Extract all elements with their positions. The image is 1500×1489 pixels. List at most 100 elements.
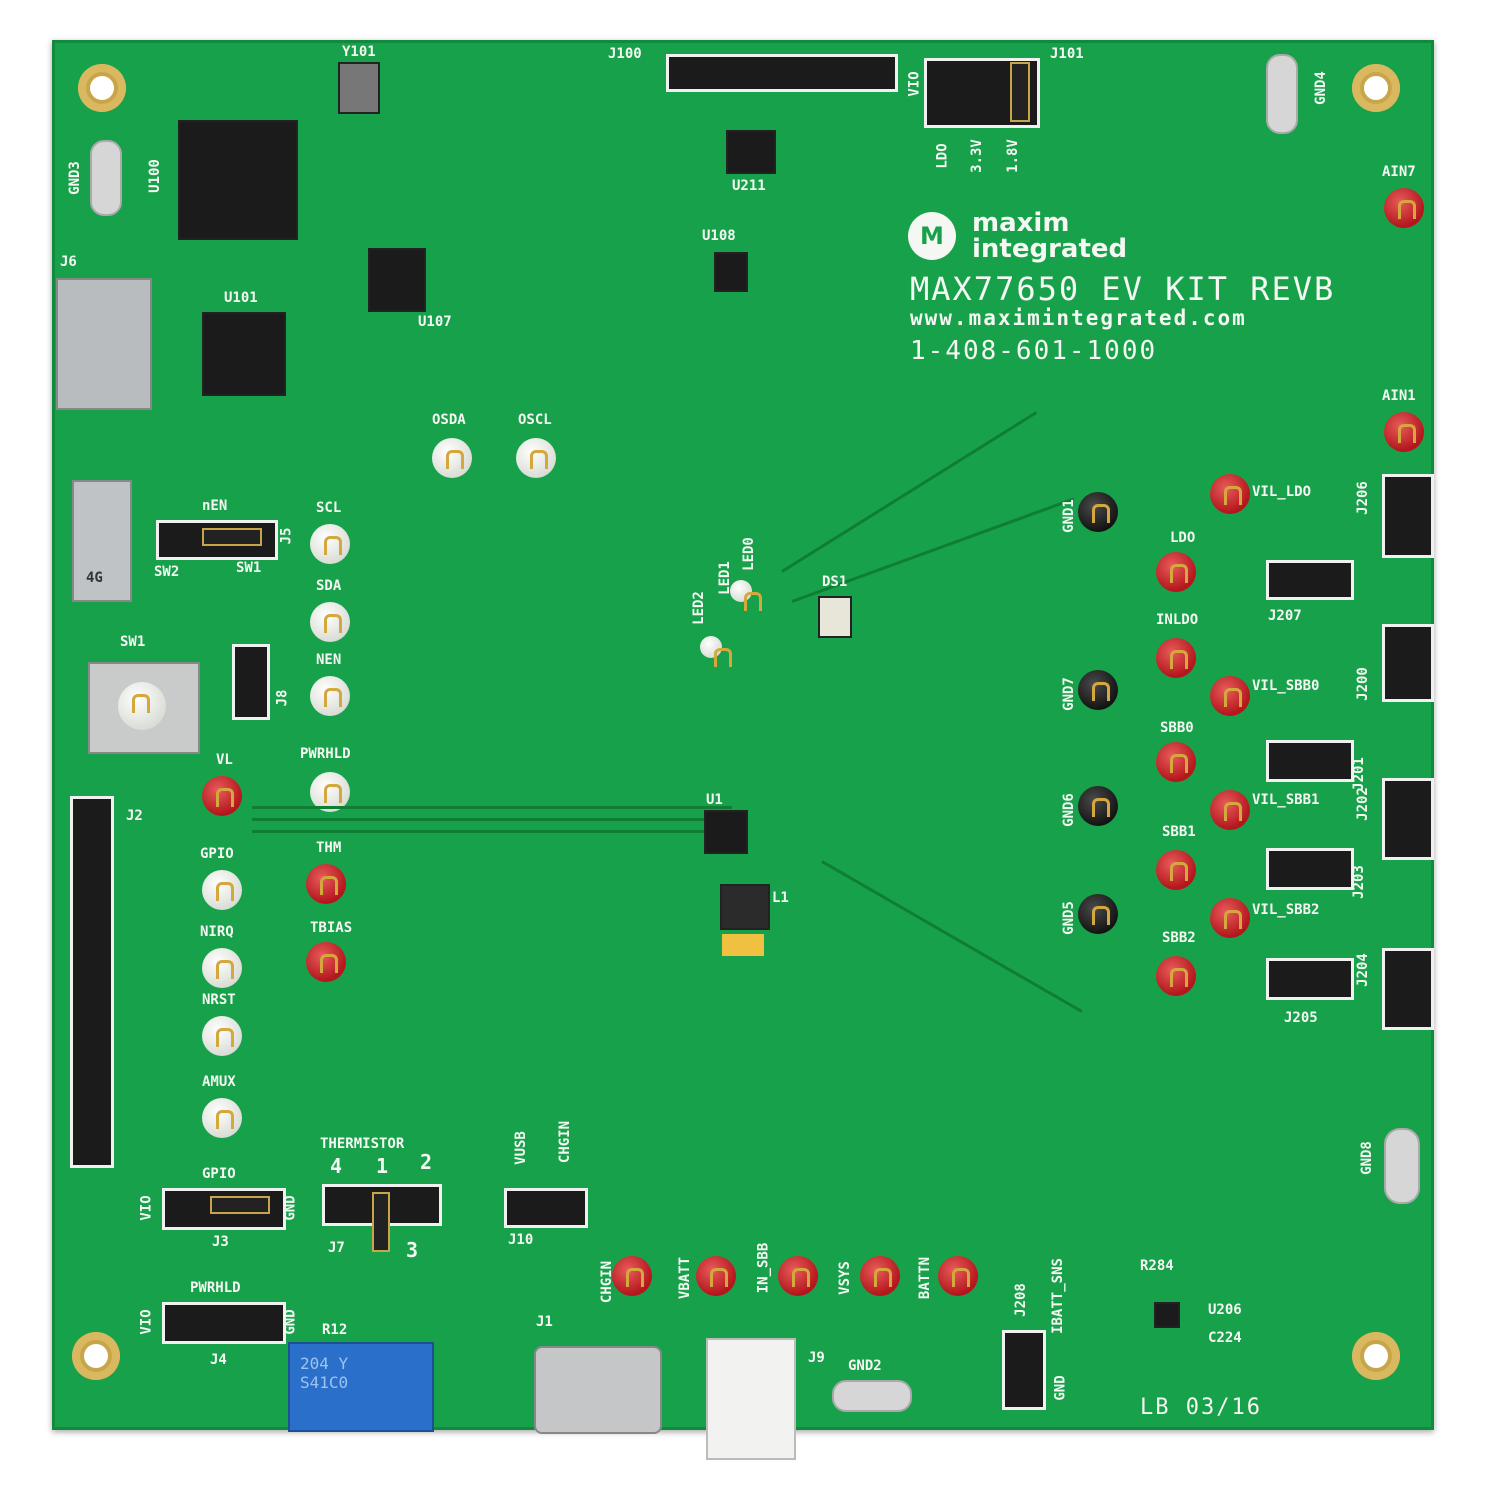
usb-connector-j6[interactable] [56,278,152,410]
label-j6: J6 [60,254,77,270]
test-point-icon[interactable] [1078,786,1118,826]
usb-connector-j1[interactable] [534,1346,662,1434]
header-j201[interactable] [1266,740,1354,782]
label-sbb2: SBB2 [1162,930,1196,946]
label-th4: 4 [330,1154,343,1178]
label-j203: J203 [1350,865,1367,899]
test-point-icon[interactable] [860,1256,900,1296]
test-point-icon[interactable] [1210,474,1250,514]
test-point-icon[interactable] [432,438,472,478]
test-point-icon[interactable] [202,870,242,910]
test-point-icon[interactable] [1210,676,1250,716]
label-gnd4: GND4 [1312,71,1329,105]
slide-switch-sw2[interactable] [72,480,132,602]
label-u107: U107 [418,314,452,330]
header-j206[interactable] [1382,474,1434,558]
test-point-icon[interactable] [938,1256,978,1296]
board-phone: 1-408-601-1000 [910,336,1158,366]
header-j204[interactable] [1382,948,1434,1030]
test-point-icon[interactable] [1156,552,1196,592]
test-point-icon[interactable] [1210,790,1250,830]
test-point-icon[interactable] [1384,412,1424,452]
label-1v8: 1.8V [1004,139,1021,173]
label-osda: OSDA [432,412,466,428]
battery-connector-j9[interactable] [706,1338,796,1460]
label-j202: J202 [1354,787,1371,821]
test-point-icon[interactable] [202,1016,242,1056]
label-y101: Y101 [342,44,376,60]
label-thermistor: THERMISTOR [320,1136,405,1152]
header-j208[interactable] [1002,1330,1046,1410]
header-j10[interactable] [504,1188,588,1228]
label-battn: BATTN [917,1256,934,1300]
test-point-icon[interactable] [1078,492,1118,532]
test-point-icon[interactable] [1156,638,1196,678]
label-r12: R12 [322,1322,348,1338]
button-cap[interactable] [118,682,166,730]
label-led2: LED2 [690,591,707,625]
test-point-icon[interactable] [1156,742,1196,782]
test-point-icon[interactable] [202,776,242,816]
label-ibatt-sns: IBATT_SNS [1049,1258,1066,1334]
label-j10: J10 [508,1232,534,1248]
test-point-icon[interactable] [1156,956,1196,996]
label-j200: J200 [1354,667,1371,701]
label-gnd-j3: GND [282,1195,299,1221]
gnd-loop-gnd2 [832,1380,912,1412]
header-j8[interactable] [232,644,270,720]
test-point-icon[interactable] [310,524,350,564]
label-gnd1: GND1 [1060,499,1077,533]
test-point-icon[interactable] [1384,188,1424,228]
jumper-shunt[interactable] [210,1196,270,1214]
test-point-icon[interactable] [310,772,350,812]
header-j2[interactable] [70,796,114,1168]
test-point-icon[interactable] [310,602,350,642]
test-point-icon[interactable] [700,636,732,667]
mounting-hole-icon [78,64,126,112]
label-pwrhld-j4: PWRHLD [190,1280,241,1296]
header-j4[interactable] [162,1302,286,1344]
test-point-icon[interactable] [1078,670,1118,710]
test-point-icon[interactable] [202,948,242,988]
header-j200[interactable] [1382,624,1434,702]
inductor-l1 [720,884,770,930]
label-led0: LED0 [740,537,757,571]
label-vil-sbb1: VIL_SBB1 [1252,792,1320,808]
label-gnd3: GND3 [66,161,83,195]
test-point-icon[interactable] [1210,898,1250,938]
ic-u100 [178,120,298,240]
ic-u211 [726,130,776,174]
test-point-icon[interactable] [1156,850,1196,890]
header-j100[interactable] [666,54,898,92]
label-vio-j101: VIO [906,71,923,97]
test-point-icon[interactable] [306,942,346,982]
brand-integrated: integrated [972,234,1128,264]
header-j202[interactable] [1382,778,1434,860]
date-code: LB 03/16 [1140,1395,1262,1420]
jumper-shunt[interactable] [1010,62,1030,122]
label-j100: J100 [608,46,642,62]
test-point-icon[interactable] [310,676,350,716]
label-pwrhld: PWRHLD [300,746,351,762]
test-point-icon[interactable] [306,864,346,904]
test-point-icon[interactable] [516,438,556,478]
test-point-icon[interactable] [778,1256,818,1296]
label-ds1: DS1 [822,574,848,590]
label-oscl: OSCL [518,412,552,428]
header-j207[interactable] [1266,560,1354,600]
label-j208: J208 [1012,1283,1029,1317]
test-point-icon[interactable] [612,1256,652,1296]
header-j203[interactable] [1266,848,1354,890]
test-point-icon[interactable] [1078,894,1118,934]
test-point-icon[interactable] [730,580,762,611]
label-vbatt: VBATT [677,1256,694,1300]
test-point-icon[interactable] [696,1256,736,1296]
label-scl: SCL [316,500,342,516]
jumper-shunt[interactable] [372,1192,390,1252]
label-sw1-small: SW1 [236,560,262,576]
label-gnd7: GND7 [1060,677,1077,711]
jumper-shunt[interactable] [202,528,262,546]
header-j205[interactable] [1266,958,1354,1000]
potentiometer-r12[interactable]: 204 Y S41C0 [288,1342,434,1432]
test-point-icon[interactable] [202,1098,242,1138]
